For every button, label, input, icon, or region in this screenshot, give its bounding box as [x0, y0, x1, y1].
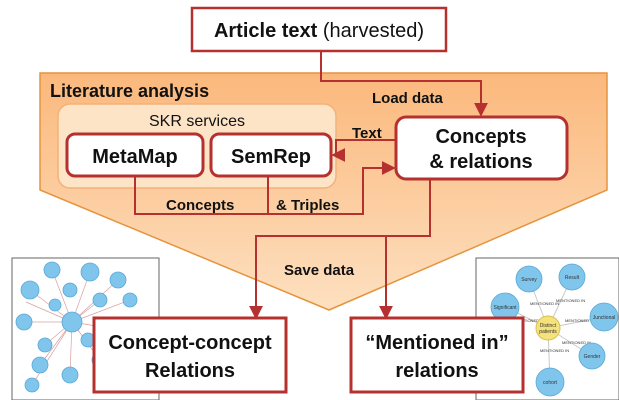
load-data-arrow — [320, 51, 488, 117]
edge-label-result: MENTIONED IN — [556, 298, 585, 303]
concepts-relations-line2: & relations — [429, 151, 532, 173]
text-arrow — [331, 139, 396, 162]
graph-node-junctional: Junctional — [593, 315, 616, 321]
mentioned-in-line1: “Mentioned in” — [365, 332, 508, 354]
concept-concept-line1: Concept-concept — [108, 332, 272, 354]
concepts-arrow-label: Concepts — [166, 197, 234, 214]
graph-node-survey: Survey — [521, 277, 537, 283]
edge-label-junctional: MENTIONED IN — [565, 318, 594, 323]
concepts-relations-box — [394, 115, 569, 181]
text-label: Text — [352, 125, 382, 142]
semrep-box — [209, 132, 333, 178]
triples-arrow-label: & Triples — [276, 197, 339, 214]
save-data-arrow-left — [249, 179, 431, 320]
concept-concept-line2: Relations — [145, 360, 235, 382]
edge-label-survey: MENTIONED IN — [530, 301, 559, 306]
right-graph-edge-labels: MENTIONED IN MENTIONED IN MENTIONED IN M… — [515, 298, 594, 353]
metamap-label: MetaMap — [92, 146, 178, 168]
graph-node-significant: Significant — [493, 305, 517, 311]
mentioned-in-box — [349, 316, 525, 394]
graph-node-gender: Gender — [584, 354, 601, 360]
load-data-label: Load data — [372, 90, 443, 107]
skr-services-title: SKR services — [149, 113, 245, 130]
edge-label-cohort: MENTIONED IN — [540, 348, 569, 353]
semrep-label: SemRep — [231, 146, 311, 168]
mentioned-in-line2: relations — [395, 360, 478, 382]
graph-node-cohort: cohort — [543, 380, 558, 386]
concepts-relations-line1: Concepts — [435, 126, 526, 148]
graph-node-result: Result — [565, 275, 580, 281]
literature-analysis-title: Literature analysis — [50, 81, 209, 101]
concept-concept-box — [92, 316, 288, 394]
edge-label-significant: MENTIONED IN — [515, 318, 544, 323]
article-text-box — [190, 6, 448, 53]
edge-label-gender: MENTIONED IN — [562, 340, 591, 345]
concepts-triples-arrow-metamap — [134, 161, 396, 215]
save-data-label: Save data — [284, 262, 355, 279]
article-text-label: Article text (harvested) — [214, 20, 424, 42]
